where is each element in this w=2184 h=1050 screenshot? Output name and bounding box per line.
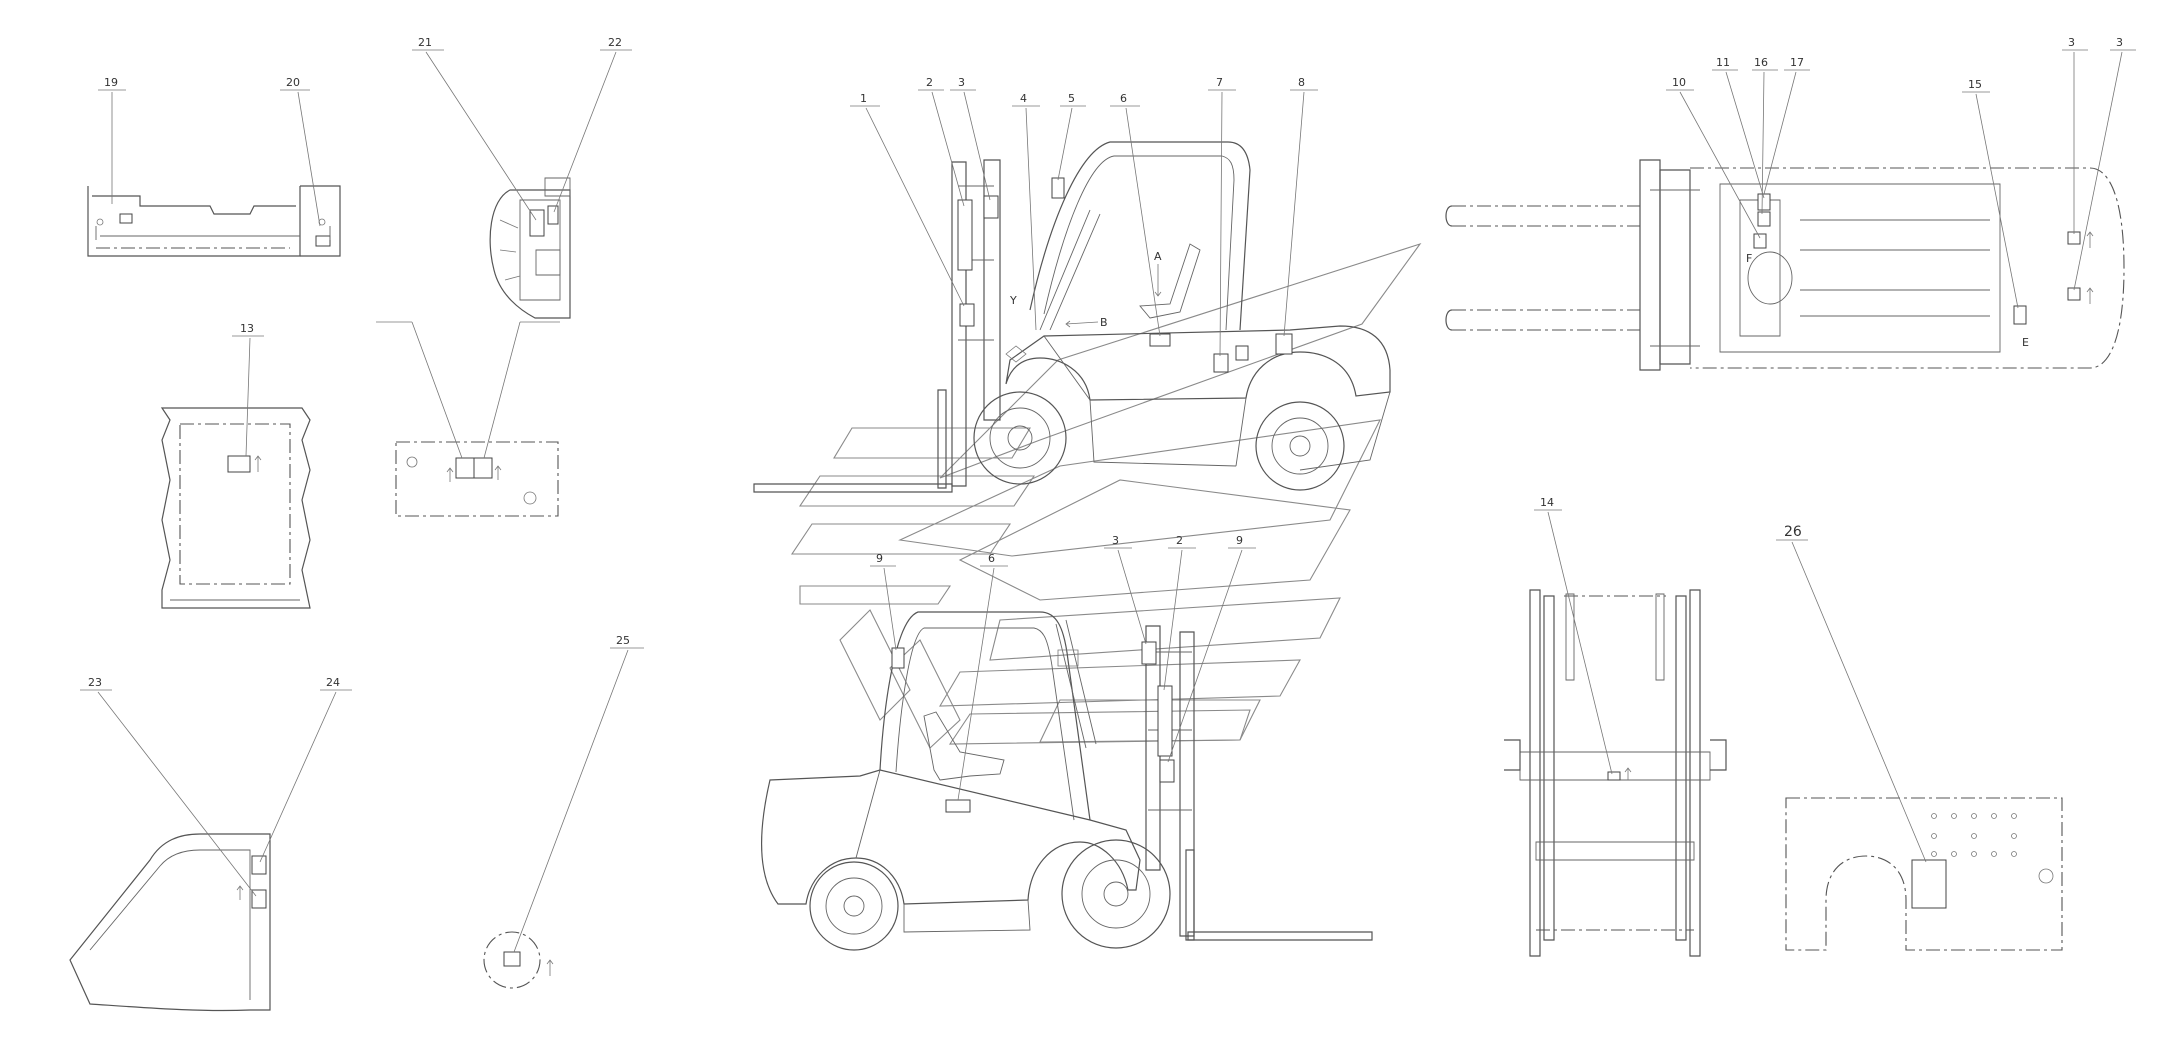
callout-9b: 9 — [876, 552, 883, 565]
callout-23: 23 — [88, 676, 102, 689]
callout-7: 7 — [1216, 76, 1223, 89]
forklift-side-right — [760, 611, 1373, 951]
callout-16: 16 — [1754, 56, 1768, 69]
label-17 — [1757, 211, 1771, 227]
callout-15: 15 — [1968, 78, 1982, 91]
callout-3: 3 — [958, 76, 965, 89]
callout-numbers: 19 20 21 22 13 23 24 25 1 2 3 4 5 6 7 8 … — [88, 36, 2123, 689]
detail-mast-front — [1504, 589, 1727, 957]
view-mark-f: F — [1746, 252, 1752, 265]
label-24 — [251, 855, 267, 875]
label-10 — [1753, 233, 1767, 249]
label-3 — [983, 195, 999, 219]
label-7 — [1213, 353, 1229, 373]
label-15 — [2013, 305, 2027, 325]
callout-10: 10 — [1672, 76, 1686, 89]
label-19 — [119, 213, 133, 224]
background-pictogram — [790, 242, 1422, 749]
callout-2: 2 — [926, 76, 933, 89]
label-25 — [503, 951, 521, 967]
callout-24: 24 — [326, 676, 340, 689]
label-2 — [957, 199, 973, 271]
label-23 — [251, 889, 267, 909]
callout-6: 6 — [1120, 92, 1127, 105]
callout-25: 25 — [616, 634, 630, 647]
label-3e — [1141, 641, 1157, 665]
callout-3c: 3 — [2116, 36, 2123, 49]
callout-20: 20 — [286, 76, 300, 89]
callout-5: 5 — [1068, 92, 1075, 105]
view-mark-a: A — [1154, 250, 1162, 263]
label-26 — [1911, 859, 1947, 909]
callout-11: 11 — [1716, 56, 1730, 69]
view-mark-e: E — [2022, 336, 2029, 349]
label-16 — [1757, 193, 1771, 211]
callout-1: 1 — [860, 92, 867, 105]
forklift-top-view: E F — [1445, 159, 2125, 371]
label-14 — [1607, 771, 1621, 781]
label-9b — [891, 647, 905, 669]
detail-rear-plate — [87, 185, 341, 257]
callout-14: 14 — [1540, 496, 1554, 509]
label-8 — [1275, 333, 1293, 355]
callout-21: 21 — [418, 36, 432, 49]
label-1 — [959, 303, 975, 327]
label-9c — [1159, 759, 1175, 783]
label-4b — [1235, 345, 1249, 361]
callout-22: 22 — [608, 36, 622, 49]
bolt-hole-grid — [1931, 813, 2017, 857]
detail-round-label — [483, 931, 554, 989]
view-mark-y: Y — [1009, 294, 1017, 307]
label-13 — [227, 455, 251, 473]
callout-9: 9 — [1236, 534, 1243, 547]
label-5 — [1051, 177, 1065, 199]
detail-small-plate — [395, 441, 559, 517]
label-2c — [1157, 685, 1173, 757]
label-20 — [315, 235, 331, 247]
callout-3b: 3 — [2068, 36, 2075, 49]
callout-17: 17 — [1790, 56, 1804, 69]
label-21b — [455, 457, 475, 479]
view-mark-b: B — [1100, 316, 1108, 329]
detail-mast-side — [489, 177, 571, 319]
label-22 — [547, 205, 559, 225]
detail-plate-13 — [160, 407, 311, 609]
label-22b — [473, 457, 493, 479]
callout-8: 8 — [1298, 76, 1305, 89]
forklift-side-left: A B Y — [753, 141, 1391, 493]
callout-6b: 6 — [988, 552, 995, 565]
callout-leaders — [80, 49, 2136, 953]
detail-overhead-guard — [69, 833, 271, 1012]
callout-19: 19 — [104, 76, 118, 89]
callout-26: 26 — [1784, 524, 1802, 540]
callout-4: 4 — [1020, 92, 1027, 105]
detail-counterweight-plate — [1785, 797, 2063, 951]
callout-2b: 2 — [1176, 534, 1183, 547]
callout-3d: 3 — [1112, 534, 1119, 547]
label-6c — [945, 799, 971, 813]
callout-13: 13 — [240, 322, 254, 335]
